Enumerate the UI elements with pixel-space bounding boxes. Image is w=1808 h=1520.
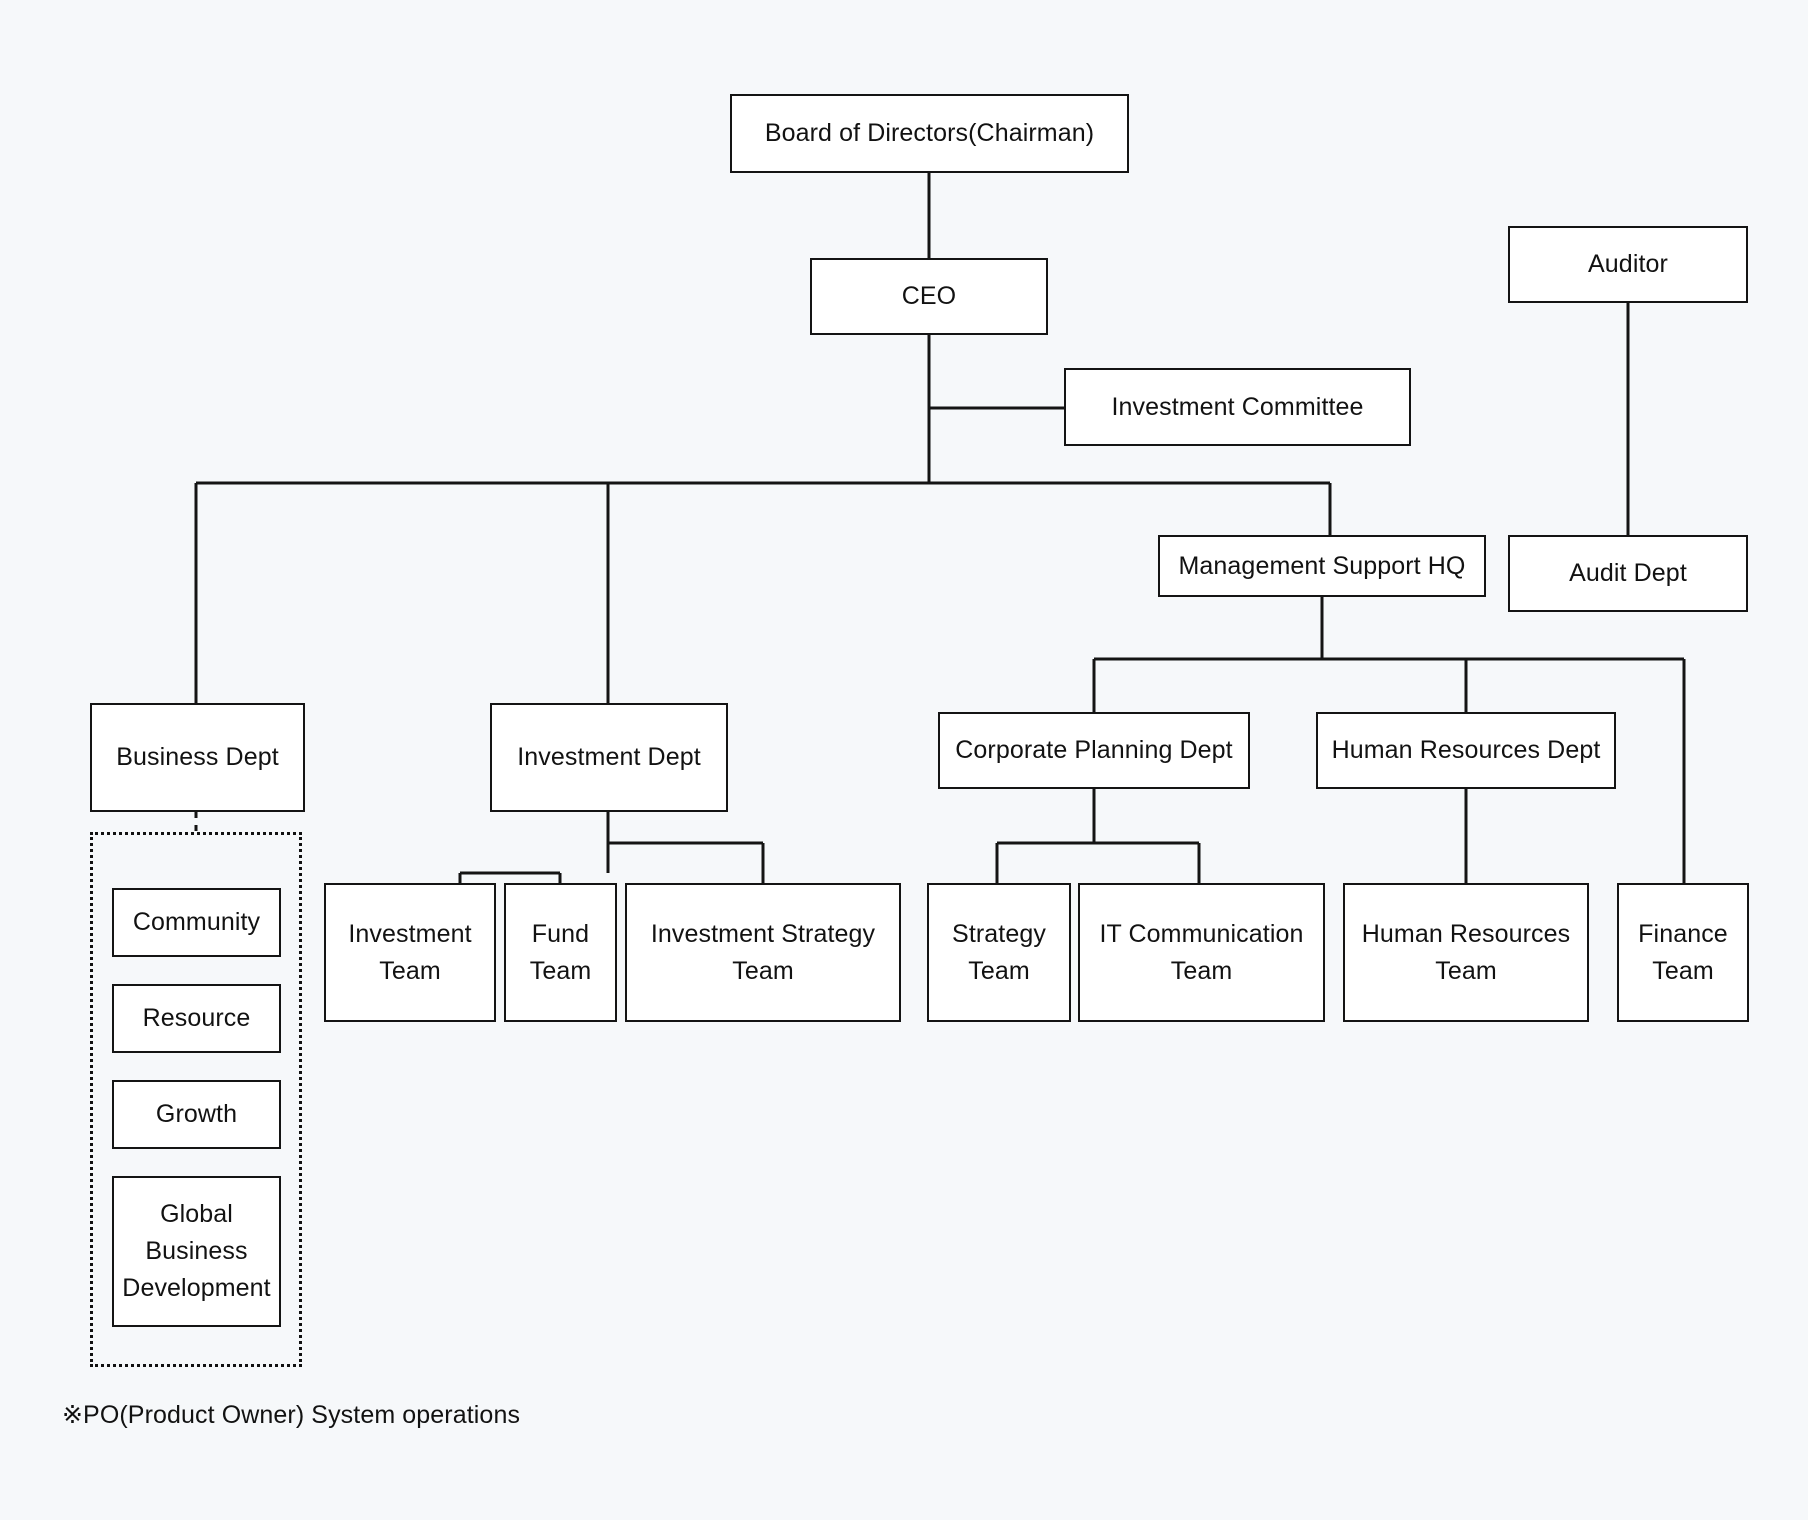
node-investment-committee[interactable]: Investment Committee — [1064, 368, 1411, 446]
node-audit-dept[interactable]: Audit Dept — [1508, 535, 1748, 612]
node-investment-team[interactable]: Investment Team — [324, 883, 496, 1022]
node-growth[interactable]: Growth — [112, 1080, 281, 1149]
node-corporate-planning-dept[interactable]: Corporate Planning Dept — [938, 712, 1250, 789]
po-system-group-container — [90, 832, 302, 1367]
node-board-of-directors[interactable]: Board of Directors(Chairman) — [730, 94, 1129, 173]
node-human-resources-dept[interactable]: Human Resources Dept — [1316, 712, 1616, 789]
node-human-resources-team[interactable]: Human Resources Team — [1343, 883, 1589, 1022]
node-business-dept[interactable]: Business Dept — [90, 703, 305, 812]
node-management-support-hq[interactable]: Management Support HQ — [1158, 535, 1486, 597]
node-strategy-team[interactable]: Strategy Team — [927, 883, 1071, 1022]
node-community[interactable]: Community — [112, 888, 281, 957]
footnote-po-system: ※PO(Product Owner) System operations — [62, 1401, 521, 1429]
node-auditor[interactable]: Auditor — [1508, 226, 1748, 303]
node-it-communication-team[interactable]: IT Communication Team — [1078, 883, 1325, 1022]
node-investment-strategy-team[interactable]: Investment Strategy Team — [625, 883, 901, 1022]
node-ceo[interactable]: CEO — [810, 258, 1048, 335]
node-fund-team[interactable]: Fund Team — [504, 883, 617, 1022]
node-investment-dept[interactable]: Investment Dept — [490, 703, 728, 812]
node-global-business-development[interactable]: Global Business Development — [112, 1176, 281, 1327]
node-resource[interactable]: Resource — [112, 984, 281, 1053]
node-finance-team[interactable]: Finance Team — [1617, 883, 1749, 1022]
